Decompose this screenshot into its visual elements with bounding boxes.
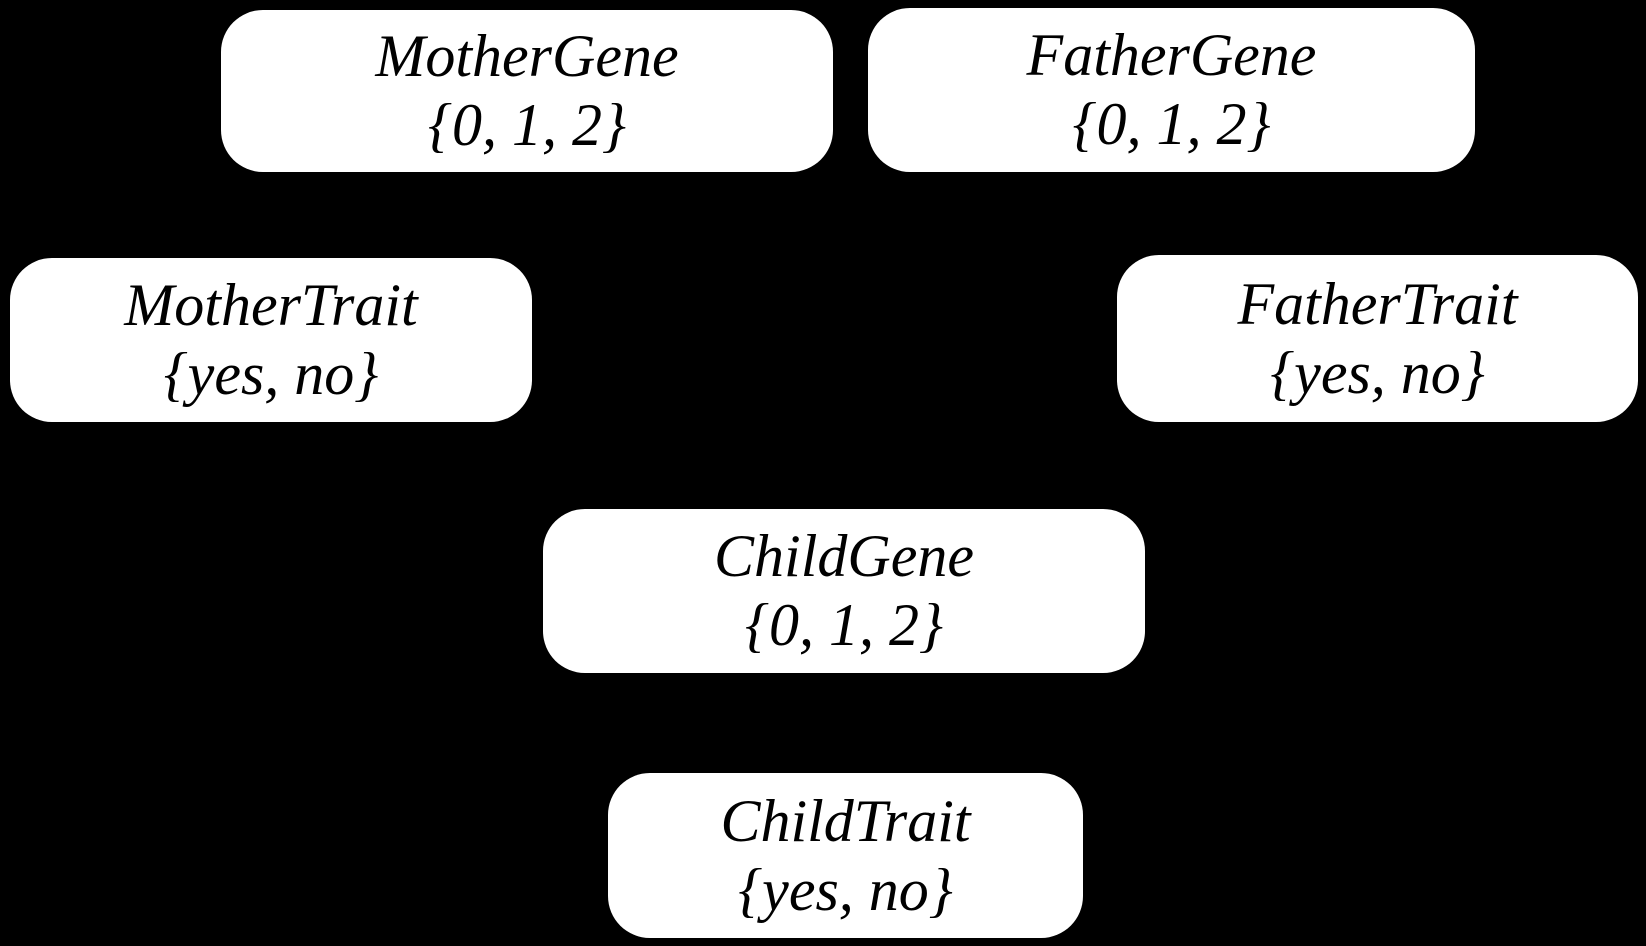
node-father-trait-title: FatherTrait	[1237, 270, 1518, 337]
node-father-gene-domain: {0, 1, 2}	[1072, 91, 1271, 157]
node-mother-gene-domain: {0, 1, 2}	[428, 92, 626, 158]
node-mother-gene: MotherGene {0, 1, 2}	[221, 10, 833, 172]
node-father-trait: FatherTrait {yes, no}	[1117, 255, 1638, 422]
node-child-trait-title: ChildTrait	[720, 787, 971, 854]
node-child-trait-domain: {yes, no}	[738, 856, 953, 923]
node-child-trait: ChildTrait {yes, no}	[608, 773, 1083, 938]
node-child-gene-domain: {0, 1, 2}	[745, 592, 943, 658]
node-father-trait-domain: {yes, no}	[1270, 339, 1485, 406]
node-mother-trait-domain: {yes, no}	[163, 341, 379, 407]
node-father-gene-title: FatherGene	[1026, 22, 1317, 88]
node-mother-gene-title: MotherGene	[375, 23, 679, 89]
node-mother-trait-title: MotherTrait	[124, 272, 418, 338]
node-child-gene: ChildGene {0, 1, 2}	[543, 509, 1145, 673]
node-mother-trait: MotherTrait {yes, no}	[10, 258, 532, 422]
node-child-gene-title: ChildGene	[714, 523, 974, 589]
node-father-gene: FatherGene {0, 1, 2}	[868, 8, 1475, 172]
